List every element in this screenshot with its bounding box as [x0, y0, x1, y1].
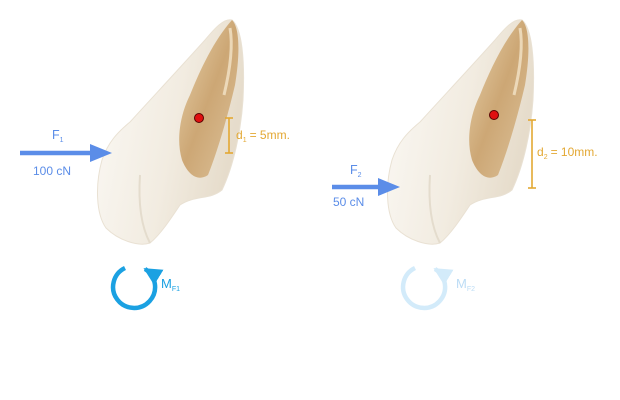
moment-label-right: MF2	[456, 276, 475, 293]
moment-label-left: MF1	[161, 276, 180, 293]
force-arrow-left	[20, 144, 112, 162]
moment-arrow-left	[110, 265, 164, 311]
tooth-root-right	[469, 20, 529, 178]
distance-label-right: d2= 10mm.	[537, 145, 598, 161]
tooth-left	[96, 19, 245, 245]
moment-arrow-right	[400, 265, 454, 311]
tooth-right	[386, 19, 535, 245]
tooth-root-highlight-left	[222, 27, 233, 96]
force-value-left: 100 cN	[33, 164, 71, 178]
distance-label-left: d1= 5mm.	[236, 128, 290, 144]
tooth-crown-shadow-left	[138, 174, 151, 244]
force-label-right: F2	[350, 163, 362, 179]
distance-bracket-left	[225, 117, 233, 154]
force-arrow-right	[332, 178, 400, 196]
tooth-root-highlight-right	[512, 27, 523, 96]
tooth-root-left	[179, 20, 239, 178]
distance-bracket-right	[528, 119, 536, 189]
force-label-left: F1	[52, 128, 64, 144]
tooth-crown-shadow-right	[428, 174, 441, 244]
center-of-resistance-right	[489, 110, 499, 120]
force-value-right: 50 cN	[333, 195, 364, 209]
center-of-resistance-left	[194, 113, 204, 123]
